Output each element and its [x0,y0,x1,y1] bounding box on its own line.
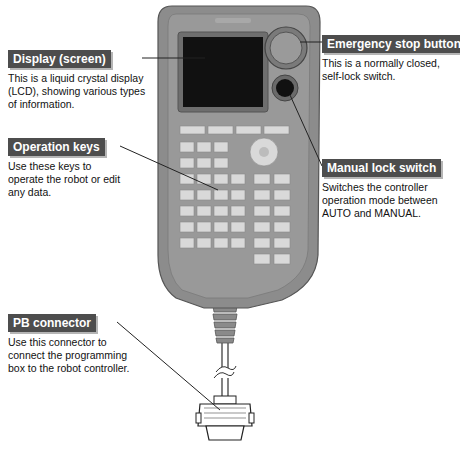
callout-box: Manual lock switchSwitches the controlle… [322,158,456,220]
cursor-key-center [259,147,269,157]
key [214,238,228,248]
key [274,174,290,184]
key [231,222,245,232]
key [214,142,228,152]
plug-body [198,404,252,426]
logo-plate [215,18,251,23]
key [274,190,290,200]
key [214,158,228,168]
key [197,222,211,232]
callout-heading: Operation keys [8,138,105,156]
key [197,238,211,248]
break-mark [214,366,236,378]
key [180,142,194,152]
key [274,206,290,216]
key [231,190,245,200]
key [264,126,289,134]
key [180,190,194,200]
callout-heading: PB connector [8,314,96,332]
key [214,206,228,216]
pendant-face [168,14,310,298]
key [274,254,290,264]
key [180,206,194,216]
cable-wire [222,340,228,368]
key [231,206,245,216]
key [254,206,270,216]
key [197,142,211,152]
plug-screw [196,413,201,423]
emergency-stop-guard [265,27,307,69]
key [208,126,233,134]
key [274,222,290,232]
callout-box: Emergency stop buttonThis is a normally … [322,34,458,83]
callout-box: Display (screen) This is a liquid crystal… [8,49,146,111]
leader-lines [117,42,322,410]
key [180,158,194,168]
key [274,238,290,248]
callout-description: Use this connector to connect the progra… [8,336,136,375]
key [180,126,205,134]
key [197,206,211,216]
callout-heading: Display (screen) [8,50,111,68]
key [197,158,211,168]
key [254,174,270,184]
callout-description: Switches the controller operation mode b… [322,181,456,220]
strain-relief [213,306,237,343]
callout-box: Operation keysUse these keys to operate … [8,137,124,199]
key [180,222,194,232]
plug-screw [249,413,254,423]
connector-plug [196,396,254,440]
cable-wire [222,378,228,398]
key [231,238,245,248]
plug-neck [214,396,236,404]
lcd-screen [183,37,263,107]
screen-frame [178,32,268,112]
key [197,190,211,200]
key [254,254,270,264]
key [180,174,194,184]
leader-line [117,322,220,410]
callout-description: This is a liquid crystal display (LCD), … [8,72,146,111]
key [214,190,228,200]
manual-lock-switch [276,79,294,97]
leader-line [300,42,322,43]
cursor-key [250,138,278,166]
leader-line [142,58,205,59]
key [236,126,261,134]
key [214,222,228,232]
key [180,238,194,248]
callout-box: PB connectorUse this connector to connec… [8,313,136,375]
key [254,222,270,232]
callout-description: This is a normally closed, self-lock swi… [322,57,458,83]
plug-pins [206,426,244,440]
callout-heading: Manual lock switch [322,159,441,177]
leader-line [120,146,218,190]
key [197,174,211,184]
emergency-stop-button [270,32,302,64]
key [254,238,270,248]
plug-grip [204,408,246,418]
key [231,174,245,184]
switch-guard [272,75,298,101]
key [254,190,270,200]
pendant-body [158,6,320,308]
leader-line [290,95,322,166]
cable [213,306,237,398]
callout-description: Use these keys to operate the robot or e… [8,160,124,199]
keypad [180,126,290,264]
key [214,174,228,184]
callout-heading: Emergency stop button [322,35,460,53]
